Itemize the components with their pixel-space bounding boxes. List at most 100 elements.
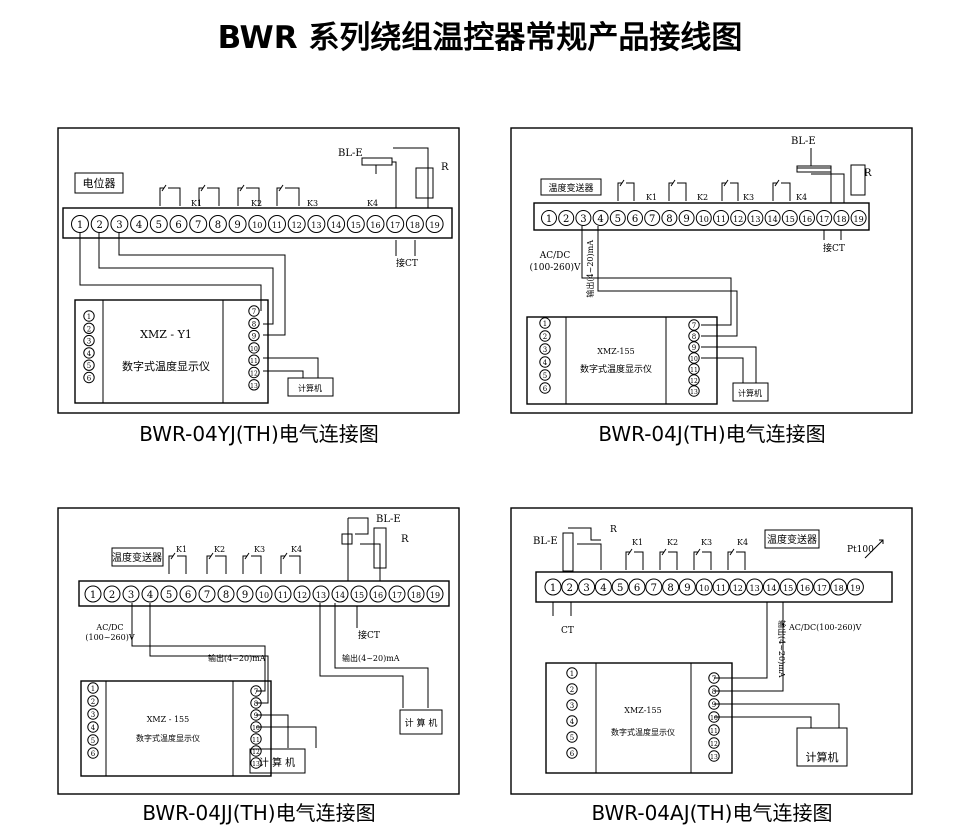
relay-contact-line — [781, 182, 791, 201]
output-label: 输出(4~20)mA — [585, 240, 595, 298]
relay-contact-line — [668, 551, 678, 570]
display-terminal-number: 4 — [87, 350, 92, 358]
terminal-number: 13 — [316, 591, 326, 600]
terminal-circle — [695, 578, 713, 596]
terminal-circle — [160, 585, 178, 603]
display-terminal-number: 1 — [543, 320, 547, 328]
terminal-number: 17 — [392, 591, 402, 600]
relay-contact-line — [693, 551, 698, 570]
display-terminal-number: 13 — [690, 389, 698, 396]
terminal-number: 6 — [632, 214, 638, 225]
terminal-number: 11 — [278, 591, 288, 600]
terminal-circle — [425, 215, 444, 233]
terminal-number: 9 — [683, 214, 689, 225]
output-label: 输出(4~20)mA — [777, 620, 787, 678]
transmitter-label: 温度变送器 — [767, 533, 817, 546]
display-terminal-circle — [688, 341, 700, 353]
display-terminal-circle — [566, 747, 578, 759]
terminal-number: 18 — [411, 591, 421, 600]
display-model: XMZ - Y1 — [140, 328, 192, 341]
relay-contact-line — [276, 187, 281, 206]
terminal-number: 12 — [297, 591, 307, 600]
terminal-circle — [816, 210, 833, 226]
terminal-circle — [747, 210, 764, 226]
display-terminal-circle — [87, 708, 99, 720]
display-terminal-circle — [87, 695, 99, 707]
terminal-number: 10 — [699, 215, 709, 224]
terminal-number: 19 — [854, 215, 864, 224]
terminal-number: 11 — [716, 215, 726, 224]
relay-label: K3 — [743, 193, 754, 202]
ct-label: 接CT — [823, 242, 845, 254]
display-terminal-number: 6 — [87, 375, 92, 383]
terminal-circle — [386, 215, 405, 233]
power-label: AC/DC(100-260)V — [788, 623, 862, 632]
relay-switch-blade — [729, 548, 735, 556]
display-terminal-circle — [250, 757, 262, 769]
terminal-number: 2 — [97, 220, 103, 231]
display-terminal-number: 3 — [91, 711, 95, 719]
terminal-number: 8 — [215, 220, 221, 231]
ct-label: 接CT — [358, 629, 380, 641]
terminal-number: 14 — [335, 591, 345, 600]
power-range: (100-260)V — [530, 262, 581, 273]
relay-contact-line — [677, 182, 687, 201]
terminal-circle — [746, 578, 764, 596]
display-terminal-number: 1 — [91, 685, 95, 693]
display-terminal-number: 3 — [87, 338, 91, 346]
terminal-number: 1 — [90, 590, 96, 601]
display-terminal-circle — [688, 374, 700, 386]
relay-contact-line — [659, 551, 664, 570]
terminal-circle — [799, 210, 815, 226]
terminal-circle — [781, 210, 798, 226]
terminal-number: 18 — [410, 221, 420, 230]
display-terminal-circle — [87, 747, 99, 759]
display-terminal-circle — [83, 310, 95, 322]
terminal-circle — [71, 215, 89, 233]
terminal-circle — [179, 585, 197, 603]
display-terminal-number: 10 — [710, 715, 718, 722]
display-terminal-number: 10 — [250, 346, 258, 353]
terminal-number: 9 — [684, 583, 690, 594]
terminal-circle — [729, 578, 747, 596]
relay-label: K1 — [632, 538, 643, 547]
terminal-circle — [846, 578, 864, 596]
relay-label: K2 — [214, 545, 225, 554]
terminal-number: 15 — [785, 215, 795, 224]
relay-switch-blade — [282, 552, 288, 560]
relay-switch-blade — [670, 179, 676, 187]
display-terminal-circle — [566, 715, 578, 727]
relay-contact-line — [721, 182, 726, 201]
display-terminal-circle — [708, 724, 720, 736]
relay-switch-blade — [627, 548, 633, 556]
display-terminal-circle — [248, 305, 260, 317]
terminal-number: 19 — [430, 221, 440, 230]
display-terminal-circle — [83, 371, 95, 384]
display-terminal-circle — [250, 745, 262, 757]
display-terminal-number: 13 — [250, 383, 258, 390]
terminal-number: 13 — [750, 584, 760, 593]
terminal-circle — [130, 215, 149, 233]
terminal-number: 11 — [272, 221, 282, 230]
power-range: (100~260)V — [85, 633, 134, 642]
relay-contact-line — [206, 555, 211, 574]
relay-contact-line — [207, 187, 220, 206]
display-terminal-number: 2 — [543, 333, 547, 341]
display-terminal-number: 3 — [543, 346, 547, 354]
display-terminal-circle — [87, 721, 99, 733]
terminal-circle — [578, 578, 596, 596]
relay-contact-line — [617, 182, 622, 201]
terminal-number: 10 — [252, 221, 262, 230]
terminal-number: 11 — [716, 584, 726, 593]
relay-contact-line — [251, 555, 262, 574]
relay-switch-blade — [774, 179, 780, 187]
display-terminal-number: 2 — [87, 325, 91, 333]
terminal-circle — [189, 215, 208, 233]
terminal-circle — [248, 215, 267, 233]
terminal-circle — [208, 215, 227, 233]
terminal-number: 4 — [136, 220, 142, 231]
